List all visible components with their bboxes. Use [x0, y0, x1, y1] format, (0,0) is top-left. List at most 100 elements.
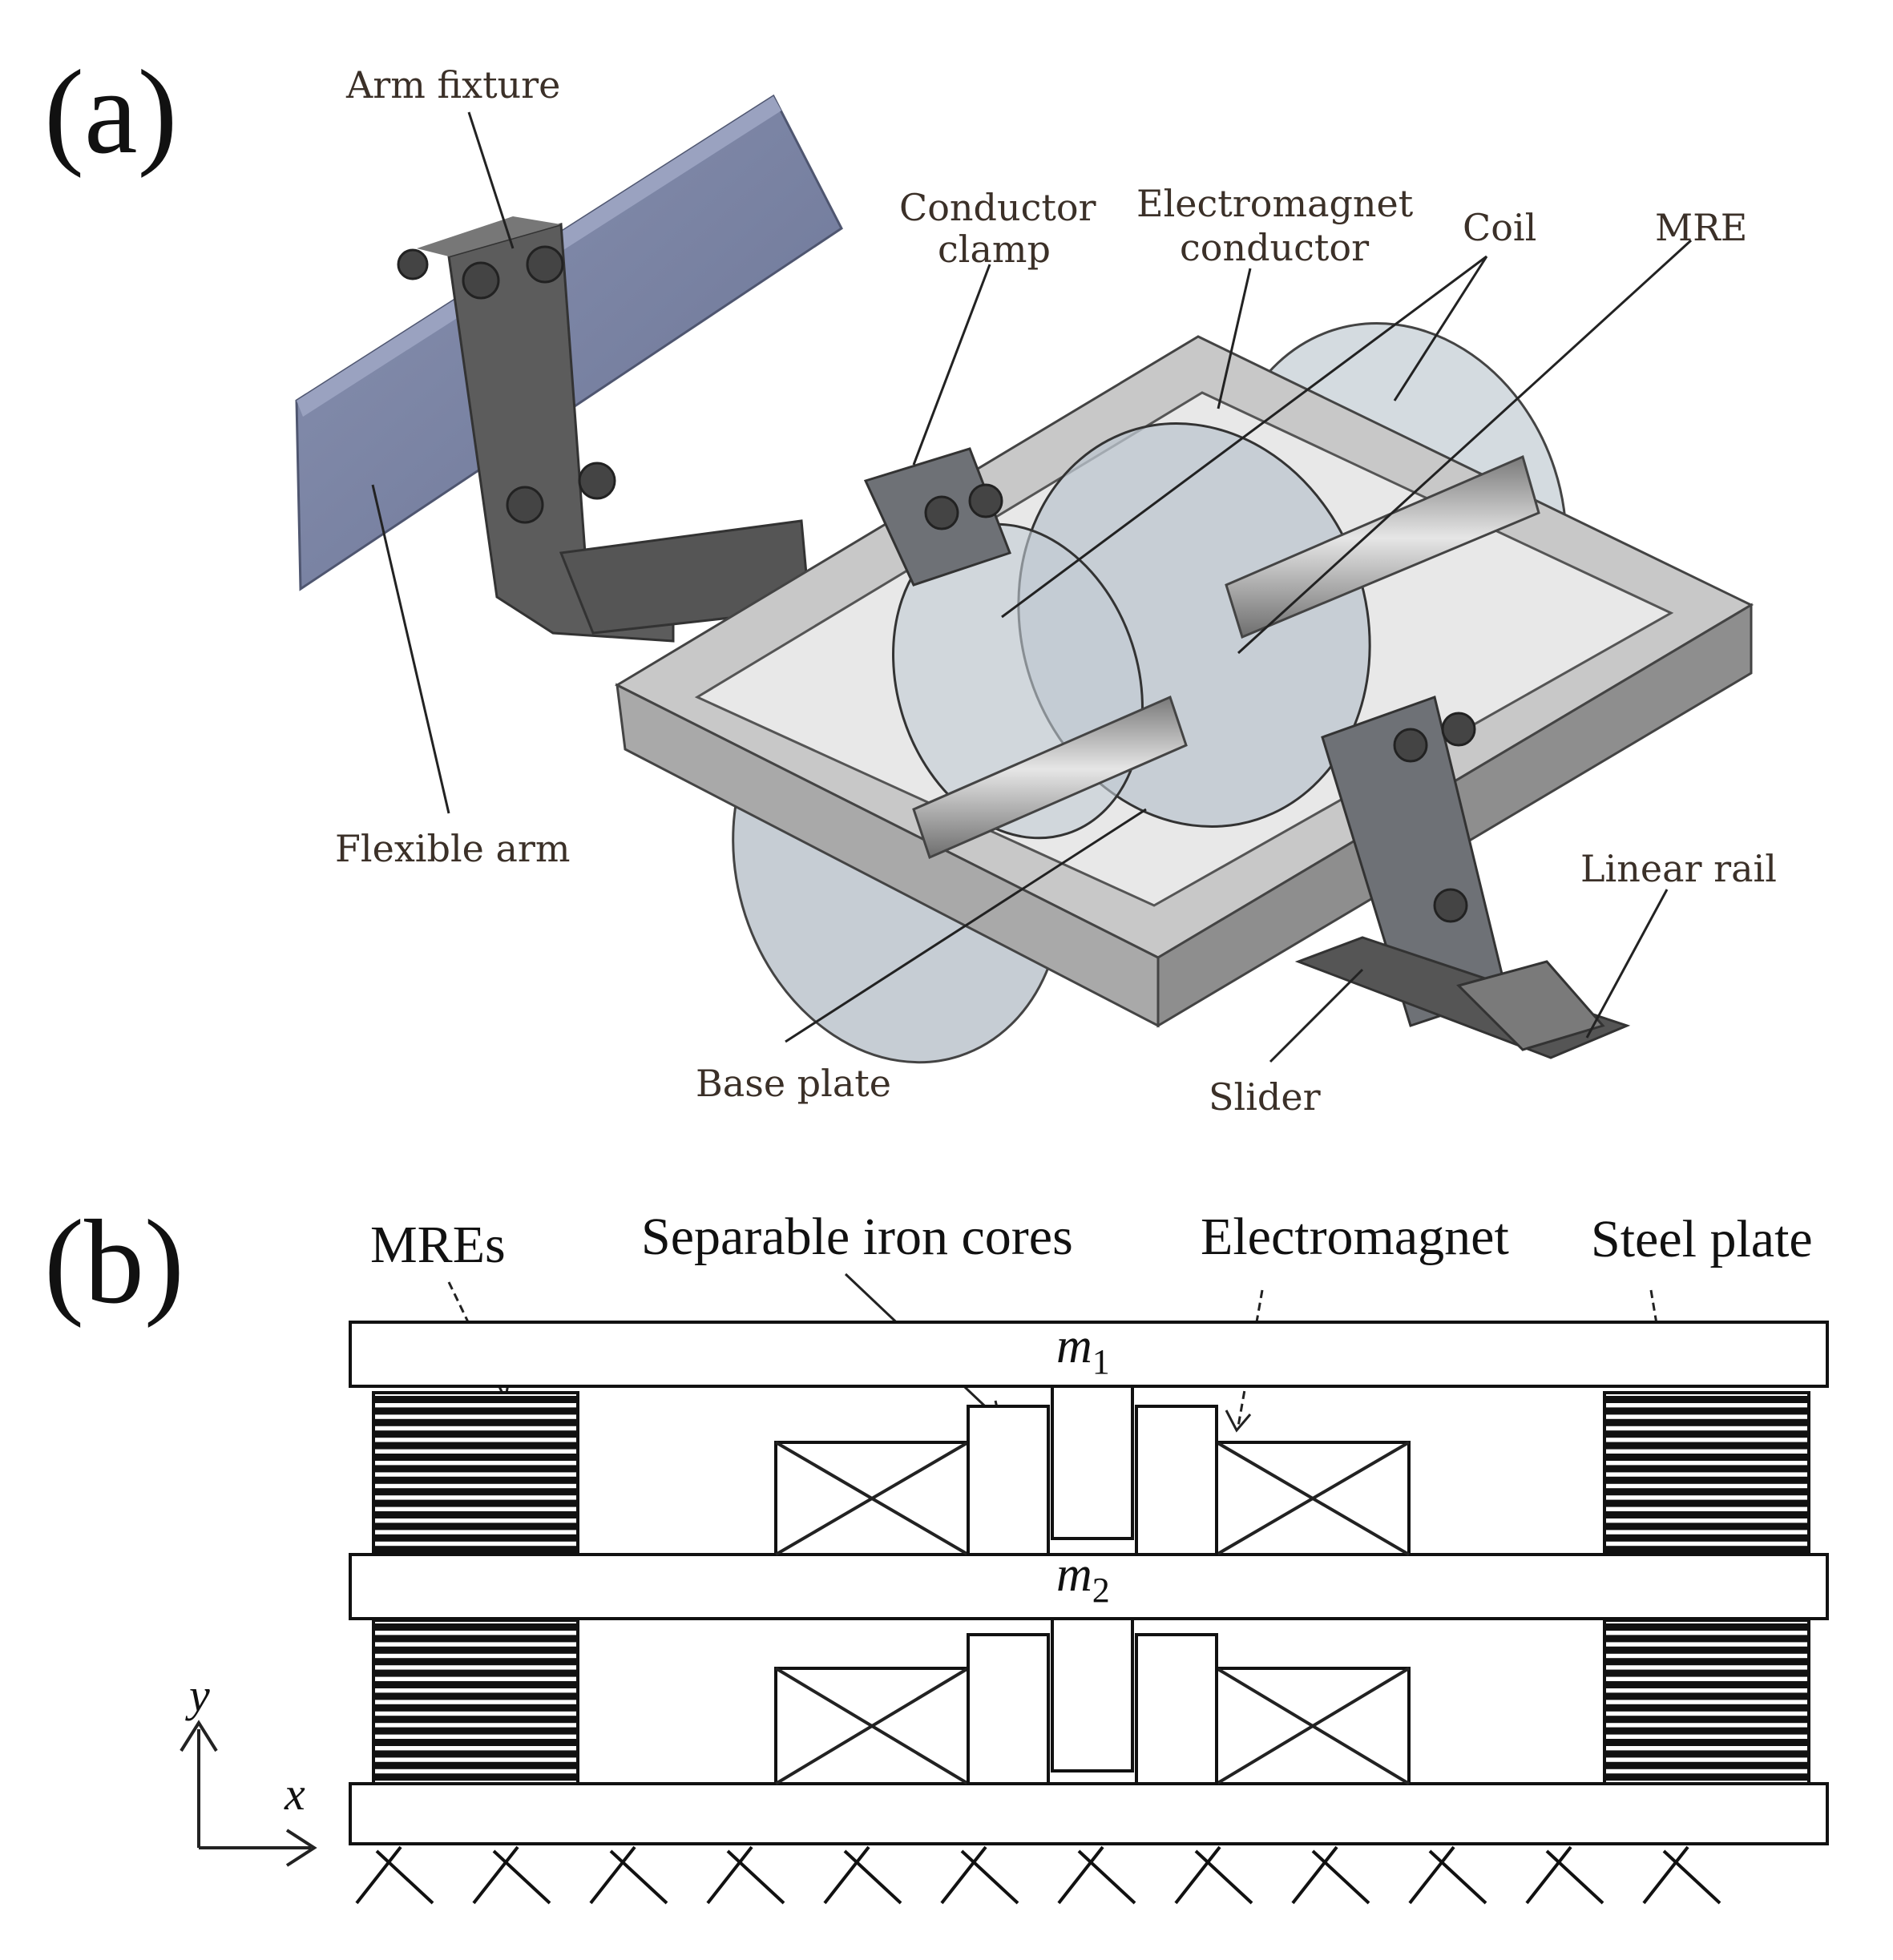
callout-conductor-clamp-line2: clamp — [938, 228, 1051, 271]
hatch-line — [1642, 1845, 1689, 1905]
hatch-line — [589, 1845, 636, 1905]
ground-hatching — [355, 1845, 1721, 1905]
hatch-line — [1311, 1849, 1370, 1905]
callout-slider: Slider — [1209, 1075, 1321, 1119]
hatch-line — [726, 1849, 785, 1905]
mre-layer — [373, 1430, 578, 1438]
mre-layer — [1604, 1739, 1809, 1746]
mre-layer — [373, 1761, 578, 1769]
hatch-line — [940, 1845, 987, 1905]
mre-layer — [1604, 1623, 1809, 1631]
callout-coil: Coil — [1463, 206, 1536, 249]
hatch-line — [375, 1849, 434, 1905]
hatch-line — [492, 1849, 551, 1905]
mre-layer — [1604, 1396, 1809, 1403]
mre-layer — [373, 1669, 578, 1677]
mre-layer — [373, 1681, 578, 1688]
mre-layer — [373, 1499, 578, 1507]
mre-layer — [1604, 1750, 1809, 1758]
mre-layer — [373, 1442, 578, 1450]
mre-layer — [1604, 1635, 1809, 1643]
mre-layer — [1604, 1454, 1809, 1461]
hatch-line — [472, 1845, 519, 1905]
hatch-line — [843, 1849, 902, 1905]
upper-center-core — [1051, 1385, 1134, 1540]
mass-m2: m2 — [1056, 1547, 1110, 1610]
mre-layer — [373, 1739, 578, 1746]
hatch-line — [1291, 1845, 1338, 1905]
hatch-line — [1525, 1845, 1572, 1905]
mre-layer — [1604, 1418, 1809, 1426]
mre-layer — [373, 1454, 578, 1461]
panel-b: (b) MREs Separable iron cores Electromag… — [44, 1196, 1829, 1905]
mre-layer — [1604, 1704, 1809, 1712]
label-electromagnet: Electromagnet — [1201, 1208, 1509, 1266]
mre-layer — [373, 1465, 578, 1473]
mre-layer — [1604, 1692, 1809, 1700]
middle-plate — [349, 1553, 1829, 1620]
upper-left-core — [967, 1405, 1050, 1556]
panel-a-label: (a) — [44, 46, 177, 179]
top-plate — [349, 1321, 1829, 1388]
axis-x-label: x — [284, 1768, 305, 1820]
callout-electromagnet-conductor-line1: Electromagnet — [1136, 182, 1414, 225]
hatch-line — [1428, 1849, 1487, 1905]
panel-a: (a) — [44, 46, 1777, 1119]
hatch-line — [1662, 1849, 1721, 1905]
mre-layer — [373, 1546, 578, 1554]
lower-center-core — [1051, 1617, 1134, 1772]
hatch-line — [1057, 1845, 1104, 1905]
device-illustration — [295, 94, 1754, 1064]
mre-layer — [1604, 1499, 1809, 1507]
mre-stack-upper-right — [1603, 1391, 1810, 1556]
mre-layer — [1604, 1669, 1809, 1677]
lower-right-core — [1135, 1633, 1218, 1785]
coordinate-axes: y x — [180, 1669, 317, 1867]
hatch-line — [960, 1849, 1019, 1905]
mre-layer — [1604, 1430, 1809, 1438]
mre-layer — [1604, 1646, 1809, 1654]
callout-linear-rail: Linear rail — [1580, 847, 1777, 890]
mre-layer — [373, 1396, 578, 1403]
mre-layer — [373, 1727, 578, 1735]
mre-layer — [373, 1407, 578, 1415]
mre-layer — [1604, 1761, 1809, 1769]
mre-layer — [373, 1658, 578, 1666]
rod-front — [912, 695, 1188, 860]
mre-layer — [1604, 1465, 1809, 1473]
callout-flexible-arm: Flexible arm — [335, 827, 571, 870]
hatch-line — [1408, 1845, 1455, 1905]
mre-layer — [373, 1692, 578, 1700]
mre-layer — [1604, 1546, 1809, 1554]
mre-layer — [1604, 1407, 1809, 1415]
mre-layer — [1604, 1522, 1809, 1530]
panel-b-label: (b) — [44, 1196, 184, 1329]
callout-base-plate: Base plate — [696, 1062, 891, 1105]
lower-left-core — [967, 1633, 1050, 1785]
mre-layer — [1604, 1511, 1809, 1518]
callout-mre: MRE — [1655, 206, 1747, 249]
mre-layer — [373, 1646, 578, 1654]
mre-layer — [1604, 1716, 1809, 1724]
hatch-line — [1545, 1849, 1604, 1905]
mre-layer — [373, 1511, 578, 1518]
upper-electromagnet — [774, 1385, 1411, 1556]
bottom-plate — [349, 1782, 1829, 1845]
mre-layer — [373, 1418, 578, 1426]
mre-layer — [1604, 1681, 1809, 1688]
hatch-line — [355, 1845, 402, 1905]
mre-stack-upper-left — [372, 1391, 579, 1556]
mre-layer — [1604, 1658, 1809, 1666]
mre-layer — [373, 1488, 578, 1496]
callout-electromagnet-conductor-line2: conductor — [1180, 226, 1369, 269]
mre-stack-lower-left — [372, 1619, 579, 1785]
hatch-line — [823, 1845, 870, 1905]
hatch-line — [609, 1849, 668, 1905]
mre-stacks — [372, 1391, 1810, 1785]
mre-layer — [373, 1750, 578, 1758]
hatch-line — [1174, 1845, 1221, 1905]
mass-m1: m1 — [1056, 1319, 1110, 1381]
callout-conductor-clamp-line1: Conductor — [899, 186, 1096, 229]
mre-layer — [373, 1716, 578, 1724]
arm-fixture-shape — [397, 216, 811, 643]
